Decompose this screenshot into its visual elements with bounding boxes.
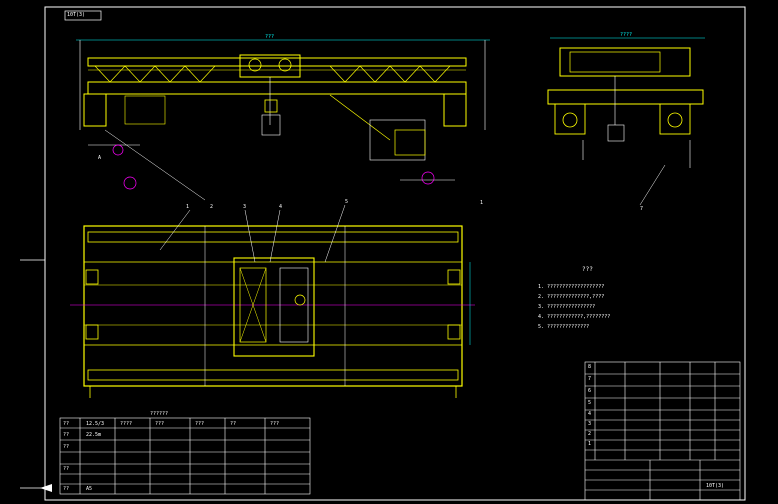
- tech-notes-heading: ???: [582, 266, 593, 273]
- param-r7c1: A5: [86, 486, 93, 492]
- param-r0c4: ???: [195, 421, 205, 427]
- drawing-frame: [44, 6, 746, 501]
- title-tag: 10T(3): [67, 12, 86, 18]
- param-r2c0: ??: [63, 444, 70, 450]
- callout-1: 1: [186, 204, 190, 210]
- callout-2: 2: [210, 204, 214, 210]
- title-block-grid: [584, 361, 741, 501]
- tech-note-4: 4. ????????????,????????: [538, 314, 611, 320]
- section-mark: A: [98, 155, 102, 161]
- callout-3: 3: [243, 204, 247, 210]
- plan-view: [70, 204, 475, 398]
- tech-note-5: 5. ??????????????: [538, 324, 590, 330]
- span-dimension: ???: [265, 34, 275, 40]
- side-view: [547, 37, 705, 206]
- callout-5: 5: [345, 199, 349, 205]
- title-block-row-7: 7: [588, 376, 592, 382]
- title-block-row-5: 5: [588, 400, 592, 406]
- title-tag-box: [64, 10, 102, 21]
- param-r0c6: ???: [270, 421, 280, 427]
- params-table-title: ??????: [150, 411, 169, 417]
- title-block-row-8: 8: [588, 364, 592, 370]
- params-table-grid: [59, 417, 311, 495]
- title-block-row-6: 6: [588, 388, 592, 394]
- tech-note-1: 1. ???????????????????: [538, 284, 605, 290]
- param-r0c2: ????: [120, 421, 133, 427]
- param-r7c0: ??: [63, 486, 70, 492]
- drawing-number: 10T(3): [706, 483, 725, 489]
- section-label: 1: [480, 200, 484, 206]
- title-block-row-4: 4: [588, 411, 592, 417]
- callout-4: 4: [279, 204, 283, 210]
- param-r0c5: ??: [230, 421, 237, 427]
- title-block-row-1: 1: [588, 441, 592, 447]
- side-width-dimension: ????: [620, 32, 633, 38]
- tech-note-3: 3. ????????????????: [538, 304, 596, 310]
- param-r0c1: 12.5/3: [86, 421, 105, 427]
- param-r1c1: 22.5m: [86, 432, 102, 438]
- param-r4c0: ??: [63, 466, 70, 472]
- cursor-arrow-icon: [40, 484, 52, 492]
- param-r0c0: ??: [63, 421, 70, 427]
- title-block-row-3: 3: [588, 421, 592, 427]
- param-r0c3: ???: [155, 421, 165, 427]
- side-callout: 7: [640, 206, 644, 212]
- param-r1c0: ??: [63, 432, 70, 438]
- title-block-row-2: 2: [588, 431, 592, 437]
- elevation-view: [76, 39, 490, 201]
- tech-note-2: 2. ??????????????,????: [538, 294, 605, 300]
